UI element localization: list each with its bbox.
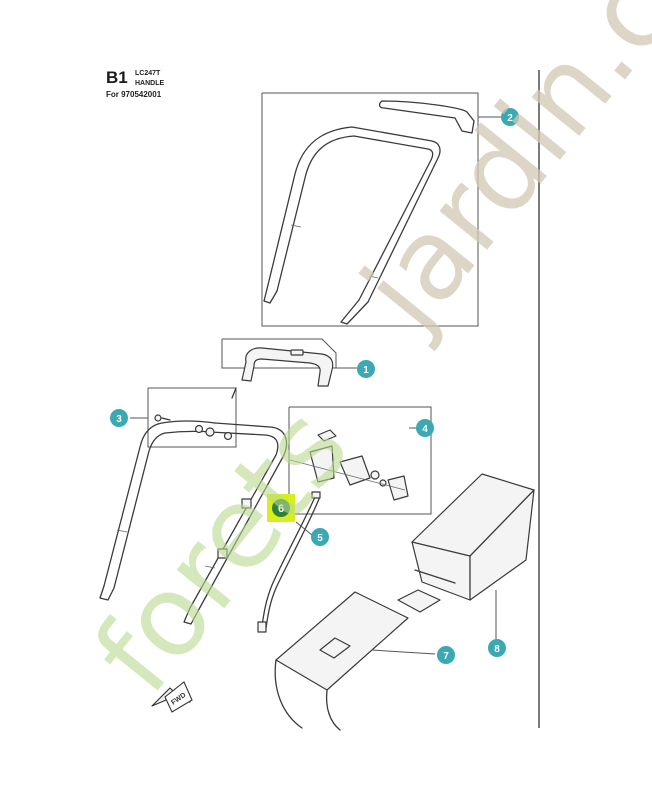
bolt-set-part	[154, 387, 237, 441]
callout-label-1: 1	[363, 365, 369, 376]
forward-direction-icon: FWD	[151, 681, 193, 713]
section-title: HANDLE	[135, 80, 164, 87]
grass-bag-part	[397, 473, 535, 613]
cable-part	[257, 491, 321, 633]
callout-label-2: 2	[507, 113, 513, 124]
callout-badge-5[interactable]: 5	[311, 528, 329, 546]
callout-badge-7[interactable]: 7	[437, 646, 455, 664]
for-product-number: For 970542001	[106, 90, 162, 99]
bolt-set-group-box	[147, 387, 237, 448]
callout-badge-1[interactable]: 1	[357, 360, 375, 378]
upper-handle-part	[263, 100, 475, 325]
callout-label-5: 5	[317, 533, 323, 544]
callout-label-3: 3	[116, 414, 122, 425]
leader-7	[371, 649, 436, 655]
callout-label-7: 7	[443, 651, 449, 662]
upper-handle-group-box	[261, 92, 479, 327]
model-label: LC247T	[135, 70, 161, 77]
top-bar-part	[241, 347, 334, 387]
callout-label-4: 4	[422, 424, 428, 435]
cable-bracket-group-box	[288, 406, 432, 515]
grass-bag-frame-part	[274, 591, 409, 731]
cable-clip-part	[217, 498, 252, 559]
callout-badge-3[interactable]: 3	[110, 409, 128, 427]
lower-handle-part	[99, 420, 288, 625]
callout-label-6: 6	[278, 503, 284, 515]
callout-label-8: 8	[494, 644, 500, 655]
callout-badge-8[interactable]: 8	[488, 639, 506, 657]
diagram-header: B1 LC247T HANDLE For 970542001	[106, 68, 164, 99]
callout-badge-6-highlighted[interactable]: 6	[267, 494, 295, 522]
section-code: B1	[106, 68, 128, 87]
cable-bracket-part	[289, 429, 409, 501]
watermark-part-2: jardin.com	[336, 0, 652, 354]
leader-5	[295, 521, 313, 536]
callout-badge-4[interactable]: 4	[416, 419, 434, 437]
callout-badge-2[interactable]: 2	[501, 108, 519, 126]
